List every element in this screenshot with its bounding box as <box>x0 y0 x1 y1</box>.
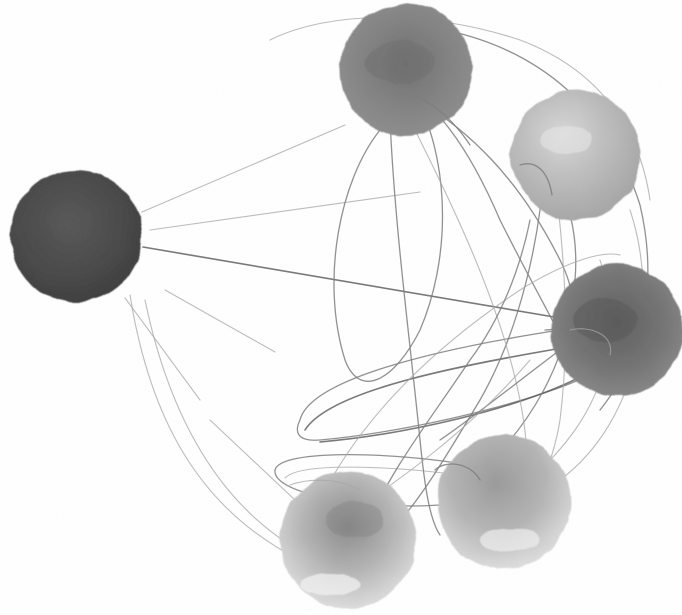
paper-grain <box>0 0 682 615</box>
watercolor-network-artwork <box>0 0 682 615</box>
